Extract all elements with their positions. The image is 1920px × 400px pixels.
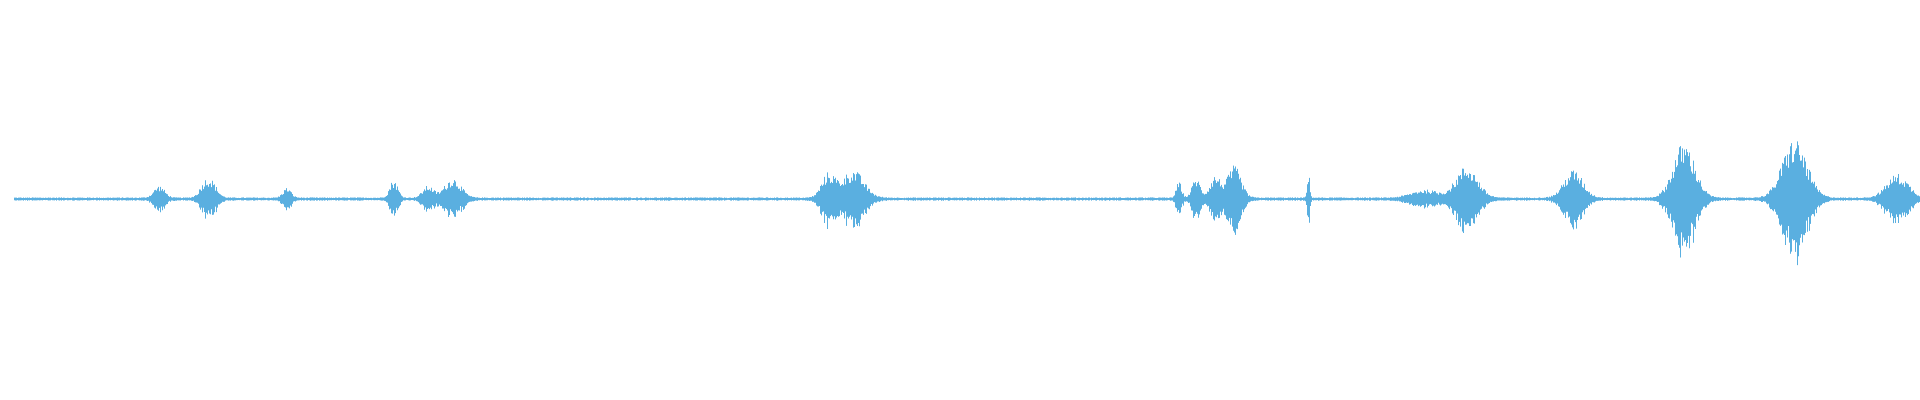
waveform-samples bbox=[14, 141, 1920, 266]
waveform-path bbox=[14, 141, 1920, 266]
